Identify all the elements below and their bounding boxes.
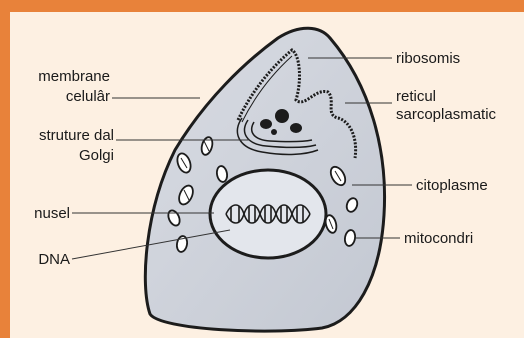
label-mitochondria: mitocondri <box>404 230 473 247</box>
label-reticulum-line2: sarcoplasmatic <box>396 106 497 123</box>
nucleus <box>210 170 326 258</box>
label-membrane-line1: membrane <box>38 68 110 85</box>
label-golgi-line2: Golgi <box>79 147 114 164</box>
label-cytoplasm: citoplasme <box>416 177 488 194</box>
label-dna: DNA <box>38 251 70 268</box>
label-membrane-line2: celulâr <box>66 88 110 105</box>
label-golgi-line1: struture dal <box>39 127 114 144</box>
label-nucleus: nusel <box>34 205 70 222</box>
label-ribosome: ribosomis <box>396 50 460 67</box>
label-reticulum-line1: reticul <box>396 88 436 105</box>
